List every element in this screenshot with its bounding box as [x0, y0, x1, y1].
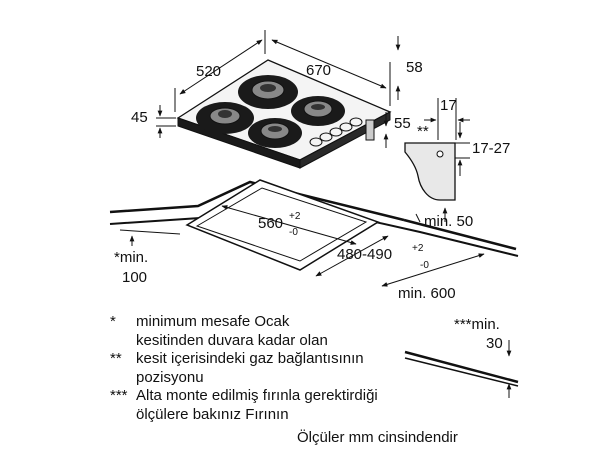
countertop-back-edge — [109, 180, 405, 222]
dim-bracket-width: 17 — [440, 97, 457, 114]
dim-cutout-depth: 480-490 — [337, 246, 392, 263]
dim-cutout-width-tol-top: +2 — [289, 211, 301, 222]
dim-cutout-depth-tol-bottom: -0 — [420, 260, 429, 271]
dim-bracket-range: 17-27 — [472, 140, 510, 157]
burner-back-right — [291, 96, 345, 126]
dim-height-right: 55 — [394, 115, 411, 132]
burner-back-left — [238, 75, 298, 109]
note-3-line2: ölçülere bakınız Fırının — [136, 405, 289, 423]
dim-min-50: min. 50 — [424, 213, 473, 230]
legend-notes: * minimum mesafe Ocak kesitinden duvara … — [110, 313, 530, 424]
hob-dimensions — [156, 30, 401, 148]
dim-cutout-depth-tol-top: +2 — [412, 243, 424, 254]
dim-cutout-width: 560 — [258, 215, 283, 232]
note-2-line2: pozisyonu — [136, 368, 204, 386]
note-3-cont: ölçülere bakınız Fırının — [110, 406, 530, 425]
dim-bracket-mark: ** — [417, 123, 429, 140]
note-2: ** kesit içerisindeki gaz bağlantısının — [110, 350, 530, 369]
note-2-line1: kesit içerisindeki gaz bağlantısının — [136, 350, 364, 367]
burner-front-left — [196, 102, 254, 134]
dim-min-100-line2: 100 — [122, 269, 147, 286]
dim-width: 670 — [306, 62, 331, 79]
control-knobs — [309, 117, 363, 147]
note-3: *** Alta monte edilmiş fırınla gerektird… — [110, 387, 530, 406]
dim-depth: 520 — [196, 63, 221, 80]
cutout-dimensions — [119, 205, 485, 287]
dim-min-600: min. 600 — [398, 285, 456, 302]
note-2-mark: ** — [110, 350, 122, 367]
note-3-mark: *** — [110, 387, 128, 404]
note-1: * minimum mesafe Ocak — [110, 313, 530, 332]
note-1-line1: minimum mesafe Ocak — [136, 313, 290, 330]
hob — [176, 59, 392, 169]
bracket-profile — [404, 142, 456, 201]
units-note: Ölçüler mm cinsindendir — [297, 429, 458, 446]
note-1-line2: kesitinden duvara kadar olan — [136, 331, 328, 349]
dimension-labels: 520 670 58 45 55 17 17-27 ** min. 50 560… — [114, 59, 510, 352]
note-2-cont: pozisyonu — [110, 369, 530, 388]
note-3-line1: Alta monte edilmiş fırınla gerektirdiği — [136, 387, 378, 404]
dim-min-30-line1: ***min. — [454, 316, 500, 333]
note-1-mark: * — [110, 313, 116, 330]
bracket-detail — [404, 98, 470, 222]
countertop-right-edge — [403, 218, 517, 251]
gas-connector — [365, 119, 375, 141]
wall-lines — [404, 340, 519, 398]
burner-front-right — [248, 118, 302, 148]
dim-right-clearance: 58 — [406, 59, 423, 76]
dim-cutout-width-tol-bottom: -0 — [289, 227, 298, 238]
dim-min-100-line1: *min. — [114, 249, 148, 266]
dim-min-30-line2: 30 — [486, 335, 503, 352]
dim-height-total: 45 — [131, 109, 148, 126]
note-1-cont: kesitinden duvara kadar olan — [110, 332, 530, 351]
